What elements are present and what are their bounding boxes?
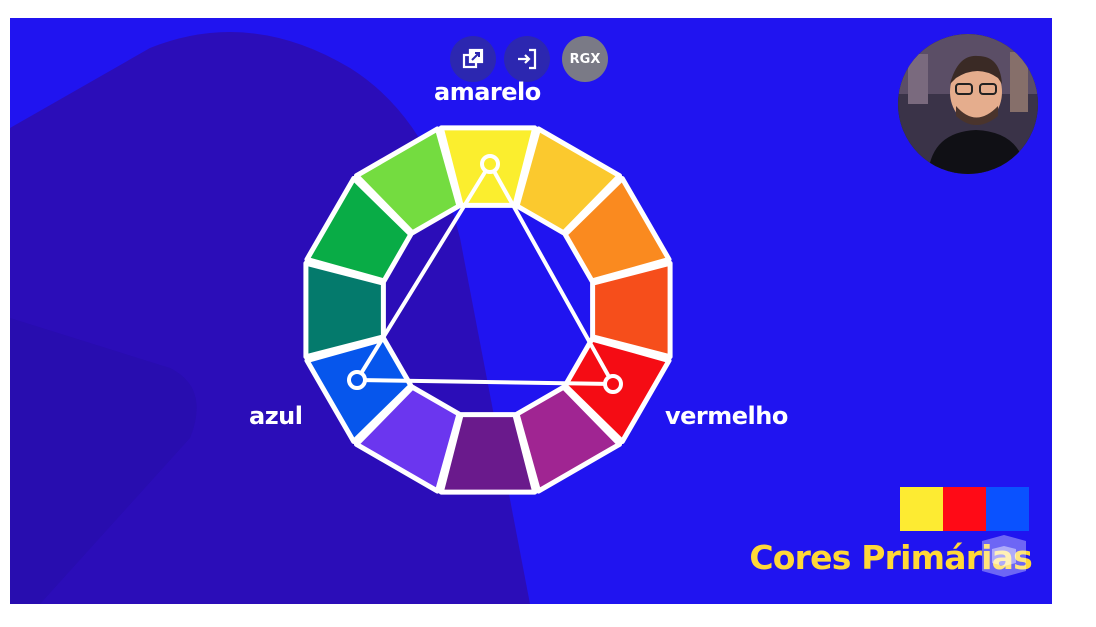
picture-in-picture-icon [462,48,484,69]
triad-point-azul [347,370,367,390]
label-azul: azul [249,402,303,430]
presenter-avatar [898,34,1038,174]
watermark-logo-icon [982,535,1026,577]
wheel-segment-12 [353,126,462,236]
swatch-blue [986,487,1029,531]
triad-point-amarelo [480,154,500,174]
exit-button[interactable] [504,36,550,82]
label-amarelo: amarelo [434,78,541,106]
triad-triangle [347,154,623,394]
presenter-webcam [898,34,1038,174]
triad-point-vermelho [603,374,623,394]
label-vermelho: vermelho [665,402,788,430]
video-player[interactable]: RGX amarelo azul vermelho Cores Primária… [10,18,1052,604]
rgx-label: RGX [569,51,601,67]
decorative-shape-dark [10,318,197,604]
slide-background [10,18,1052,604]
swatch-red [943,487,986,531]
picture-in-picture-button[interactable] [450,36,496,82]
swatch-yellow [900,487,943,531]
color-wheel [303,125,673,495]
triad-lines [355,162,615,386]
slide-title: Cores Primárias [749,538,1032,577]
rgx-button[interactable]: RGX [562,36,608,82]
exit-icon [518,48,537,70]
